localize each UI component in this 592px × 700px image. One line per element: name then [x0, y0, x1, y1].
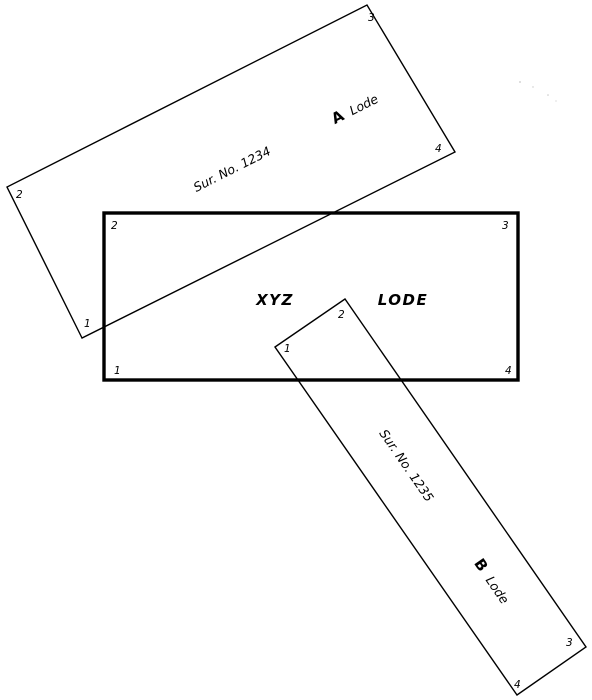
claim-xyz-lode-corner-1: 1	[114, 365, 121, 377]
claim-survey-1235-corner-2: 2	[338, 309, 345, 321]
claim-survey-1234-lode-name: A Lode	[328, 89, 381, 128]
claim-survey-1235-lode-word: Lode	[483, 573, 513, 607]
claim-survey-1235: 1 2 3 4 Sur. No. 1235 B Lode	[274, 298, 587, 696]
claim-survey-1235-outline	[274, 298, 587, 696]
claim-xyz-lode-corner-2: 2	[111, 220, 118, 232]
claim-survey-1235-corner-4: 4	[514, 679, 521, 691]
claim-survey-1234-corner-3: 3	[368, 12, 375, 24]
claim-survey-1234-corner-1: 1	[84, 318, 91, 330]
claim-xyz-lode-corner-3: 3	[502, 220, 509, 232]
claim-survey-1235-corner-1: 1	[284, 343, 291, 355]
claim-xyz-lode-name-second: LODE	[378, 291, 428, 309]
claim-survey-1234: 1 2 3 4 Sur. No. 1234 A Lode	[6, 4, 456, 339]
claim-survey-1234-lode-letter: A	[328, 106, 347, 127]
claim-xyz-lode-corner-4: 4	[505, 365, 512, 377]
claim-survey-1235-lode-name: B Lode	[470, 555, 514, 607]
claim-survey-1235-survey-label: Sur. No. 1235	[376, 426, 436, 504]
claim-survey-1234-survey-label: Sur. No. 1234	[191, 143, 273, 195]
claim-xyz-lode-outline	[102, 211, 520, 382]
claim-survey-1234-corner-2: 2	[16, 189, 23, 201]
claim-xyz-lode: 1 2 3 4 XYZ LODE	[102, 211, 520, 382]
claim-survey-1234-lode-word: Lode	[347, 91, 381, 118]
scan-specks	[519, 81, 557, 102]
claim-survey-1234-corner-4: 4	[435, 143, 442, 155]
claim-xyz-lode-name-first: XYZ	[255, 291, 294, 309]
claim-survey-1235-lode-letter: B	[470, 555, 491, 575]
claim-survey-1235-corner-3: 3	[566, 637, 573, 649]
